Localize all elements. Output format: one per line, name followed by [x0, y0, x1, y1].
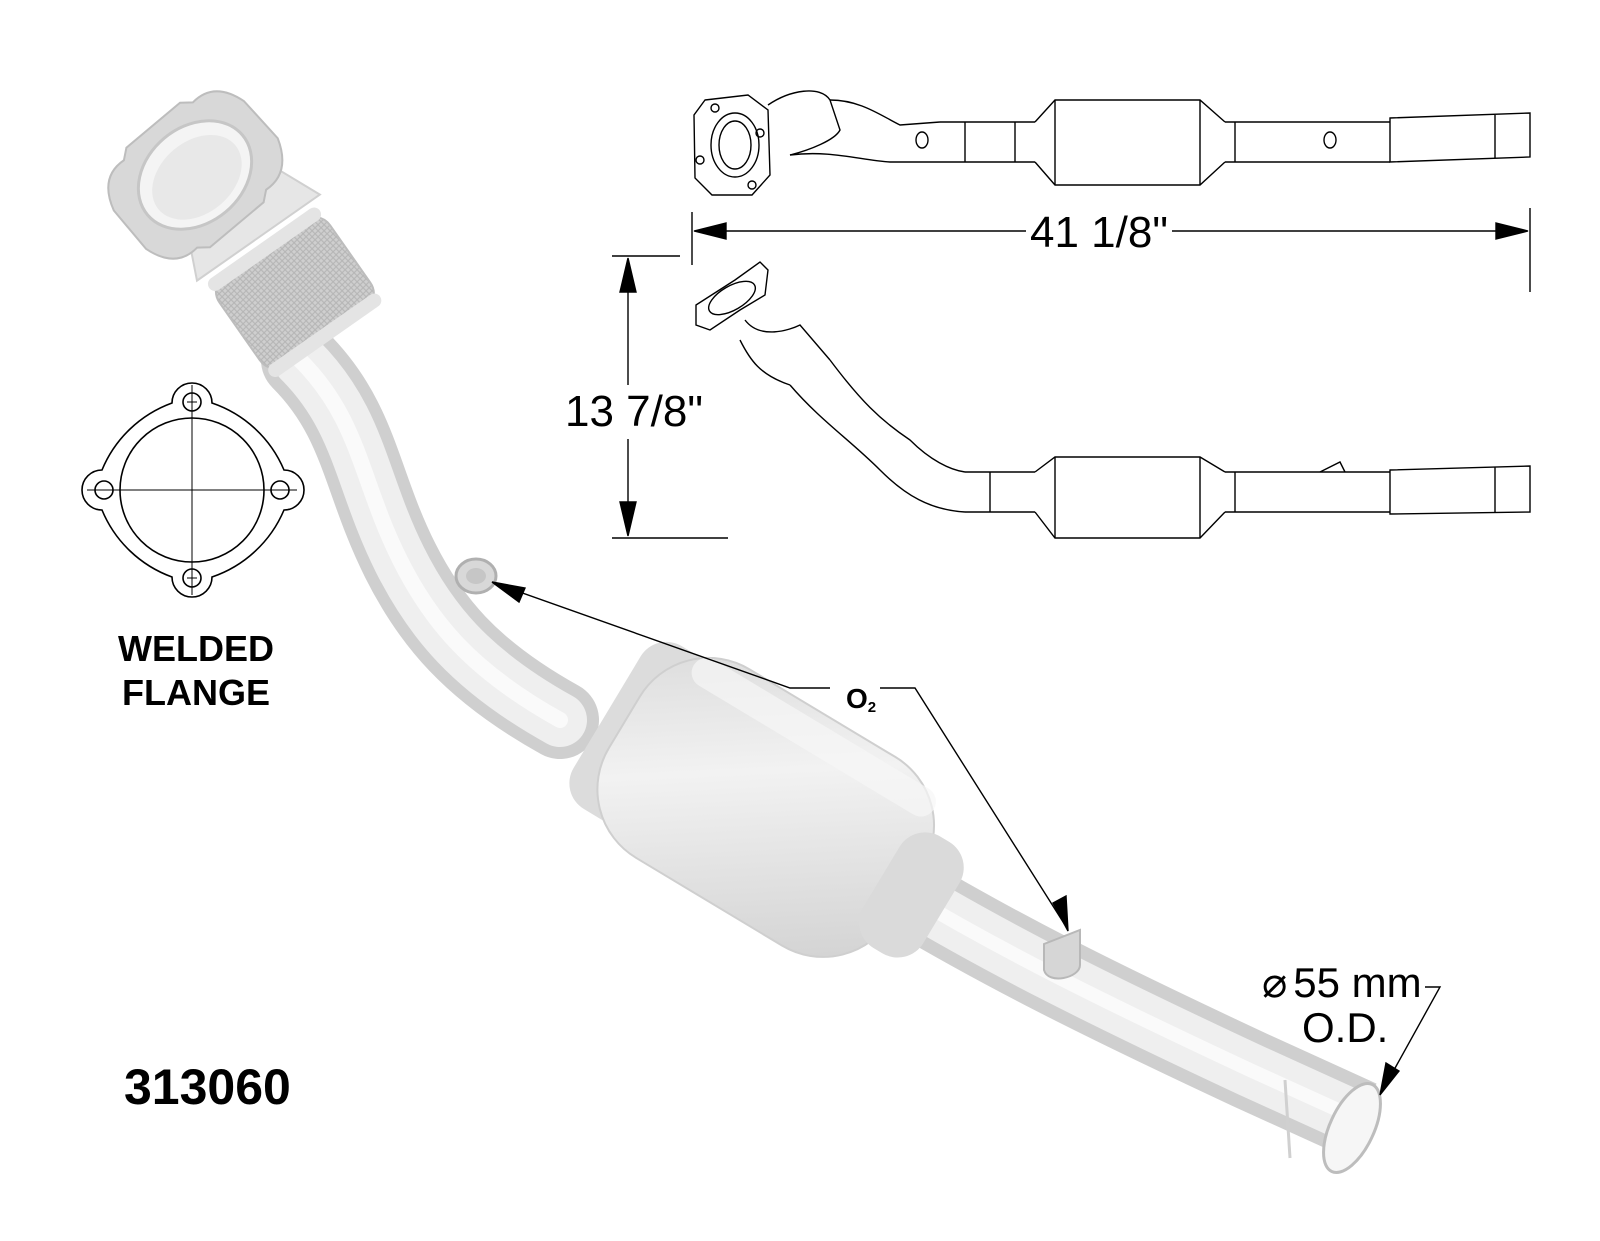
- o2-subscript: 2: [867, 699, 877, 716]
- converter-body: [569, 641, 964, 958]
- part-number: 313060: [124, 1059, 291, 1115]
- length-dimension-label: 41 1/8": [1026, 208, 1172, 258]
- diameter-value: 55 mm: [1293, 959, 1422, 1006]
- inlet-flange: [107, 90, 284, 260]
- o2-sensor-label: O2: [846, 683, 877, 716]
- flange-label-line1: WELDED: [118, 628, 274, 669]
- diameter-symbol: ⌀: [1262, 959, 1288, 1006]
- side-view-drawing: [695, 261, 1531, 539]
- flange-line-drawing: [81, 382, 305, 598]
- diameter-leader: [1379, 986, 1442, 1096]
- diameter-note: O.D.: [1302, 1004, 1389, 1051]
- top-view-drawing: [693, 90, 1531, 196]
- flange-label-line2: FLANGE: [122, 672, 270, 713]
- o2-leaders: [491, 581, 1069, 932]
- o2-symbol: O: [846, 683, 868, 714]
- o2-sensor-boss-lower: [1043, 928, 1081, 980]
- flex-mesh-section: [207, 207, 382, 377]
- diameter-label: ⌀55 mm: [1262, 958, 1422, 1007]
- outlet-opening: [1322, 1082, 1382, 1174]
- main-part-illustration: [107, 90, 1382, 1174]
- height-dimension-label: 13 7/8": [565, 385, 703, 439]
